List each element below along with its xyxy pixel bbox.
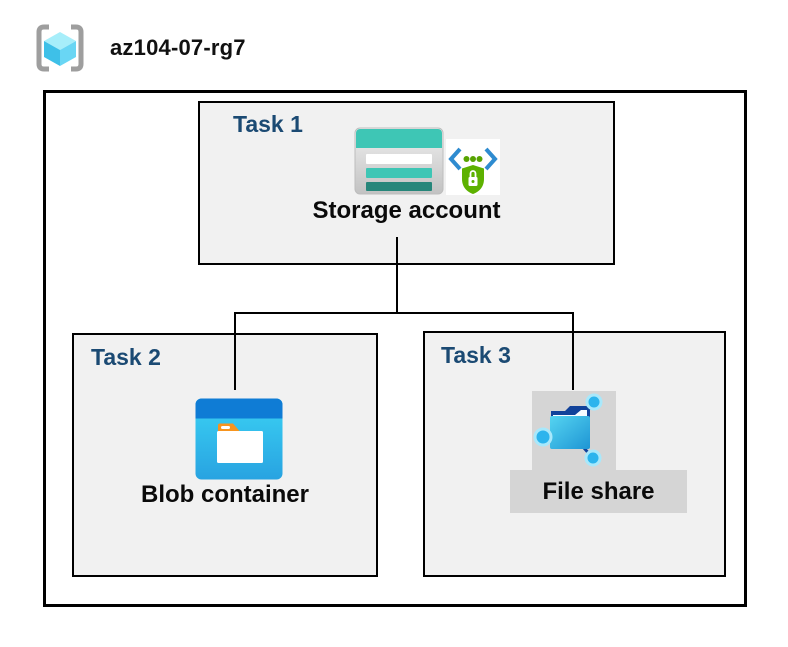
task2-label: Task 2 (91, 344, 161, 370)
task1-box: Task 1 Storage account (198, 101, 615, 265)
resource-group-header: az104-07-rg7 (32, 20, 246, 76)
storage-account-icon (354, 127, 444, 195)
connector-to-fileshare (572, 313, 574, 390)
task1-label: Task 1 (233, 111, 303, 137)
file-share-label-highlight: File share (510, 470, 687, 513)
file-share-icon (533, 393, 603, 467)
file-share-icon-highlight (532, 391, 616, 471)
connector-horizontal (234, 312, 574, 314)
storage-account-label: Storage account (312, 197, 501, 224)
connector-to-blob (234, 313, 236, 390)
task3-label: Task 3 (441, 342, 511, 368)
resource-group-name: az104-07-rg7 (110, 35, 246, 60)
resource-group-icon (36, 24, 84, 72)
connector-storage-stem (396, 237, 398, 313)
blob-container-icon (195, 398, 283, 480)
blob-container-label: Blob container (140, 481, 309, 508)
shared-access-signature-icon (446, 139, 500, 195)
task2-box: Task 2 Blob container (72, 333, 378, 577)
file-share-label: File share (542, 477, 655, 505)
task3-box: Task 3 File share (423, 331, 726, 577)
